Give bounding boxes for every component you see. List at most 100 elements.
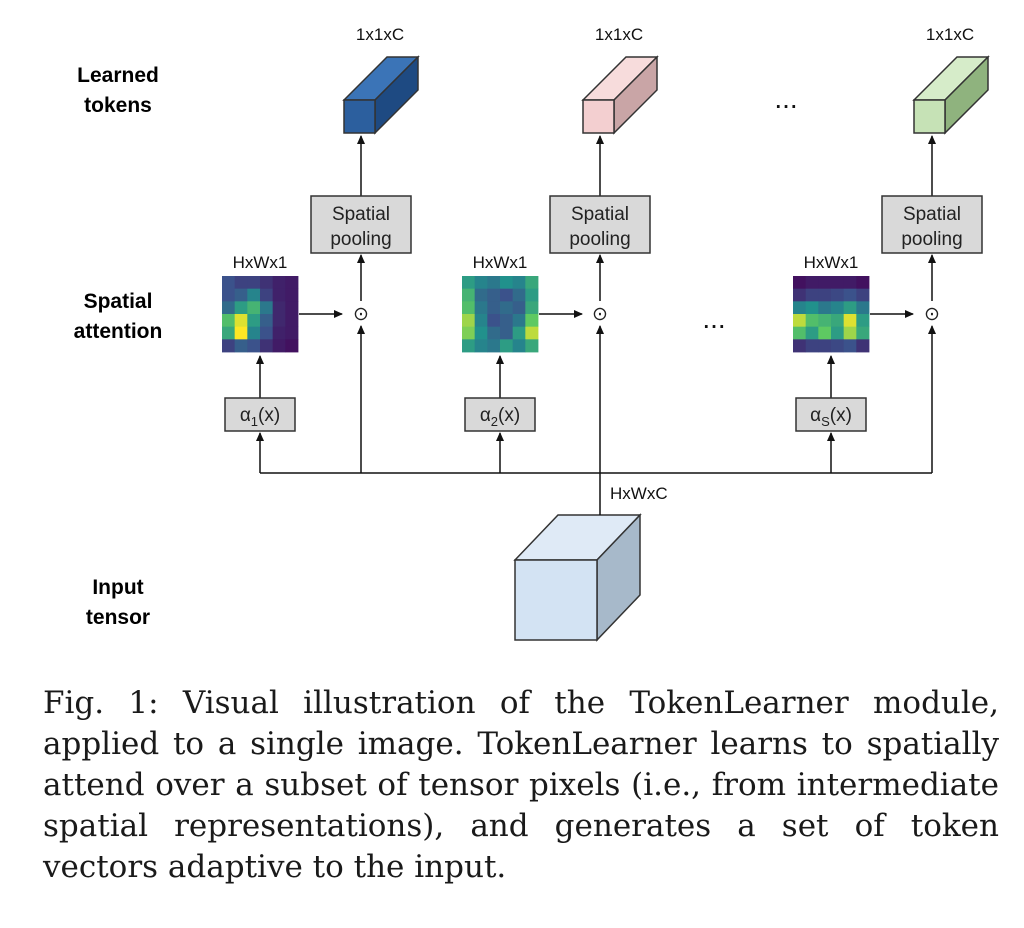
heatmap-cell — [831, 288, 845, 302]
heatmap-cell — [525, 288, 539, 302]
heatmap-cell — [285, 301, 299, 315]
heatmap-cell — [831, 314, 845, 328]
heatmap-cell — [462, 326, 476, 340]
token-s-dim-label: 1x1xC — [926, 25, 974, 44]
attention-1-dim-label: HxWx1 — [233, 253, 288, 272]
heatmap-cell — [856, 276, 870, 290]
product-operator-s: ⊙ — [924, 304, 940, 325]
heatmap-cell — [843, 276, 857, 290]
branch-2-connectors — [496, 135, 604, 473]
spatial-pooling-2-line2: pooling — [569, 229, 630, 250]
token-1-front-face — [343, 99, 376, 134]
heatmap-cell — [793, 339, 807, 353]
heatmap-cell — [500, 301, 514, 315]
learned-token-2 — [581, 55, 659, 135]
heatmap-cell — [525, 339, 539, 353]
heatmap-cell — [247, 288, 261, 302]
spatial-pooling-1-line2: pooling — [330, 229, 391, 250]
heatmap-cell — [272, 288, 286, 302]
heatmap-cell — [856, 339, 870, 353]
row-label-input-tensor-line1: Input — [92, 576, 143, 599]
heatmap-cell — [525, 276, 539, 290]
heatmap-cell — [793, 288, 807, 302]
heatmap-cell — [500, 339, 514, 353]
row-label-learned-tokens-line1: Learned — [77, 64, 159, 87]
heatmap-cell — [512, 326, 526, 340]
token-2-dim-label: 1x1xC — [595, 25, 643, 44]
heatmap-cell — [512, 288, 526, 302]
heatmap-cell — [474, 301, 488, 315]
heatmap-cell — [260, 288, 274, 302]
alpha-2-box — [464, 397, 536, 432]
heatmap-cell — [474, 288, 488, 302]
token-s-front-face — [913, 99, 946, 134]
spatial-pooling-2-line1: Spatial — [571, 204, 629, 225]
heatmap-cell — [793, 326, 807, 340]
heatmap-cell — [843, 339, 857, 353]
attention-map-s — [793, 276, 870, 353]
heatmap-cell — [247, 276, 261, 290]
heatmap-cell — [234, 288, 248, 302]
heatmap-cell — [831, 339, 845, 353]
heatmap-cell — [474, 276, 488, 290]
alpha-1-box — [224, 397, 296, 432]
heatmap-cell — [247, 326, 261, 340]
heatmap-cell — [500, 288, 514, 302]
heatmap-cell — [260, 301, 274, 315]
heatmap-cell — [843, 326, 857, 340]
heatmap-cell — [234, 314, 248, 328]
heatmap-cell — [462, 314, 476, 328]
heatmap-cell — [234, 339, 248, 353]
input-bus-lines — [260, 472, 932, 515]
heatmap-cell — [487, 301, 501, 315]
ellipsis-attention: ... — [702, 303, 725, 334]
heatmap-cell — [272, 276, 286, 290]
heatmap-cell — [222, 326, 236, 340]
branch-1: α1(x) HxWx1 ⊙ Spatial pooling 1x1xC — [222, 25, 420, 473]
heatmap-cell — [222, 301, 236, 315]
heatmap-cell — [856, 326, 870, 340]
heatmap-cell — [856, 301, 870, 315]
branch-s-connectors — [827, 135, 936, 473]
heatmap-cell — [818, 314, 832, 328]
heatmap-cell — [234, 276, 248, 290]
heatmap-cell — [272, 326, 286, 340]
spatial-pooling-1-line1: Spatial — [332, 204, 390, 225]
heatmap-cell — [462, 276, 476, 290]
heatmap-cell — [805, 326, 819, 340]
heatmap-cell — [805, 314, 819, 328]
heatmap-cell — [474, 314, 488, 328]
heatmap-cell — [793, 276, 807, 290]
heatmap-cell — [818, 301, 832, 315]
heatmap-cell — [818, 326, 832, 340]
heatmap-cell — [831, 326, 845, 340]
heatmap-cell — [487, 288, 501, 302]
input-tensor-cube — [513, 513, 642, 642]
branch-s: αS(x) HxWx1 ⊙ Spatial pooling 1x1xC — [793, 25, 990, 473]
learned-token-s — [912, 55, 990, 135]
heatmap-cell — [843, 301, 857, 315]
attention-s-dim-label: HxWx1 — [804, 253, 859, 272]
heatmap-cell — [818, 288, 832, 302]
heatmap-cell — [474, 326, 488, 340]
heatmap-cell — [222, 288, 236, 302]
heatmap-cell — [831, 301, 845, 315]
heatmap-cell — [843, 314, 857, 328]
heatmap-cell — [525, 301, 539, 315]
heatmap-cell — [512, 301, 526, 315]
heatmap-cell — [793, 314, 807, 328]
token-2-front-face — [582, 99, 615, 134]
heatmap-cell — [260, 339, 274, 353]
heatmap-cell — [805, 276, 819, 290]
heatmap-cell — [805, 288, 819, 302]
token-1-dim-label: 1x1xC — [356, 25, 404, 44]
branch-1-connectors — [256, 135, 365, 473]
spatial-pooling-s-box — [881, 195, 983, 254]
row-label-spatial-attention-line1: Spatial — [84, 290, 153, 313]
heatmap-cell — [285, 339, 299, 353]
tokenlearner-diagram: Learned tokens Spatial attention Input t… — [74, 25, 990, 642]
row-label-spatial-attention-line2: attention — [74, 320, 163, 343]
heatmap-cell — [525, 314, 539, 328]
heatmap-cell — [247, 314, 261, 328]
heatmap-cell — [234, 301, 248, 315]
